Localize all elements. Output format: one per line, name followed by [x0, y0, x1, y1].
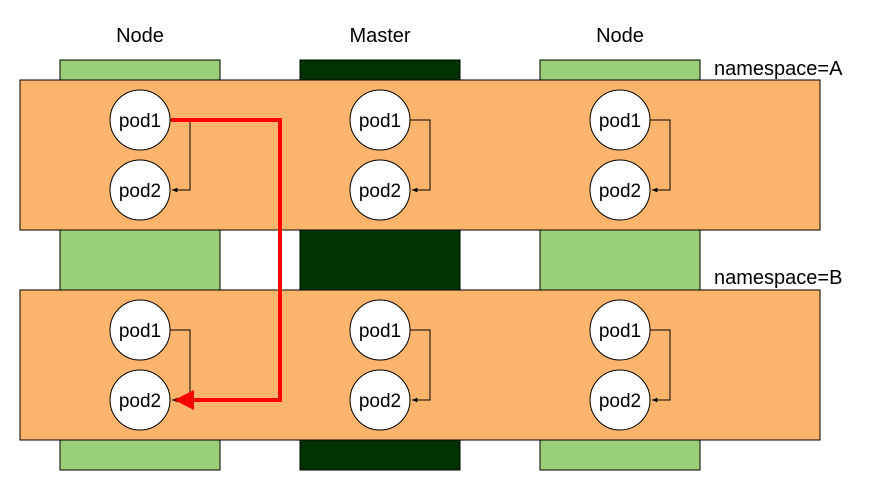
- pod-group: pod1 pod2: [589, 89, 671, 221]
- pod-label: pod2: [599, 391, 641, 412]
- pod-label: pod2: [119, 391, 161, 412]
- pod-circle: [109, 159, 171, 221]
- pod-link-arrow: [410, 329, 431, 403]
- pod-group: pod1 pod2: [109, 299, 191, 431]
- namespace-label: namespace=B: [714, 267, 842, 289]
- pod-circle: [589, 369, 651, 431]
- pod-circle: [589, 159, 651, 221]
- pod-circle: [109, 89, 171, 151]
- pod-circle: [349, 159, 411, 221]
- pod-label: pod1: [119, 321, 161, 342]
- pod-circle: [349, 89, 411, 151]
- pod-label: pod1: [599, 321, 641, 342]
- column-header: Node: [596, 25, 644, 47]
- pod-label: pod2: [119, 181, 161, 202]
- pod-link-arrow: [650, 119, 671, 193]
- pod-circle: [589, 89, 651, 151]
- pod-label: pod1: [599, 111, 641, 132]
- pod-circle: [589, 299, 651, 361]
- cross-namespace-red-arrow: [171, 118, 282, 410]
- pod-circle: [349, 369, 411, 431]
- column-header: Node: [116, 25, 164, 47]
- column-header: Master: [349, 25, 410, 47]
- pod-group: pod1 pod2: [109, 89, 191, 221]
- pod-group: pod1 pod2: [349, 89, 431, 221]
- pod-label: pod2: [599, 181, 641, 202]
- pod-group: pod1 pod2: [349, 299, 431, 431]
- pod-label: pod2: [359, 391, 401, 412]
- pod-label: pod2: [359, 181, 401, 202]
- namespace-label: namespace=A: [714, 58, 843, 80]
- pod-link-arrow: [650, 329, 671, 403]
- pod-label: pod1: [359, 111, 401, 132]
- pod-link-arrow: [410, 119, 431, 193]
- pod-circle: [349, 299, 411, 361]
- pod-circle: [109, 299, 171, 361]
- pod-label: pod1: [119, 111, 161, 132]
- pod-circle: [109, 369, 171, 431]
- pod-label: pod1: [359, 321, 401, 342]
- pod-group: pod1 pod2: [589, 299, 671, 431]
